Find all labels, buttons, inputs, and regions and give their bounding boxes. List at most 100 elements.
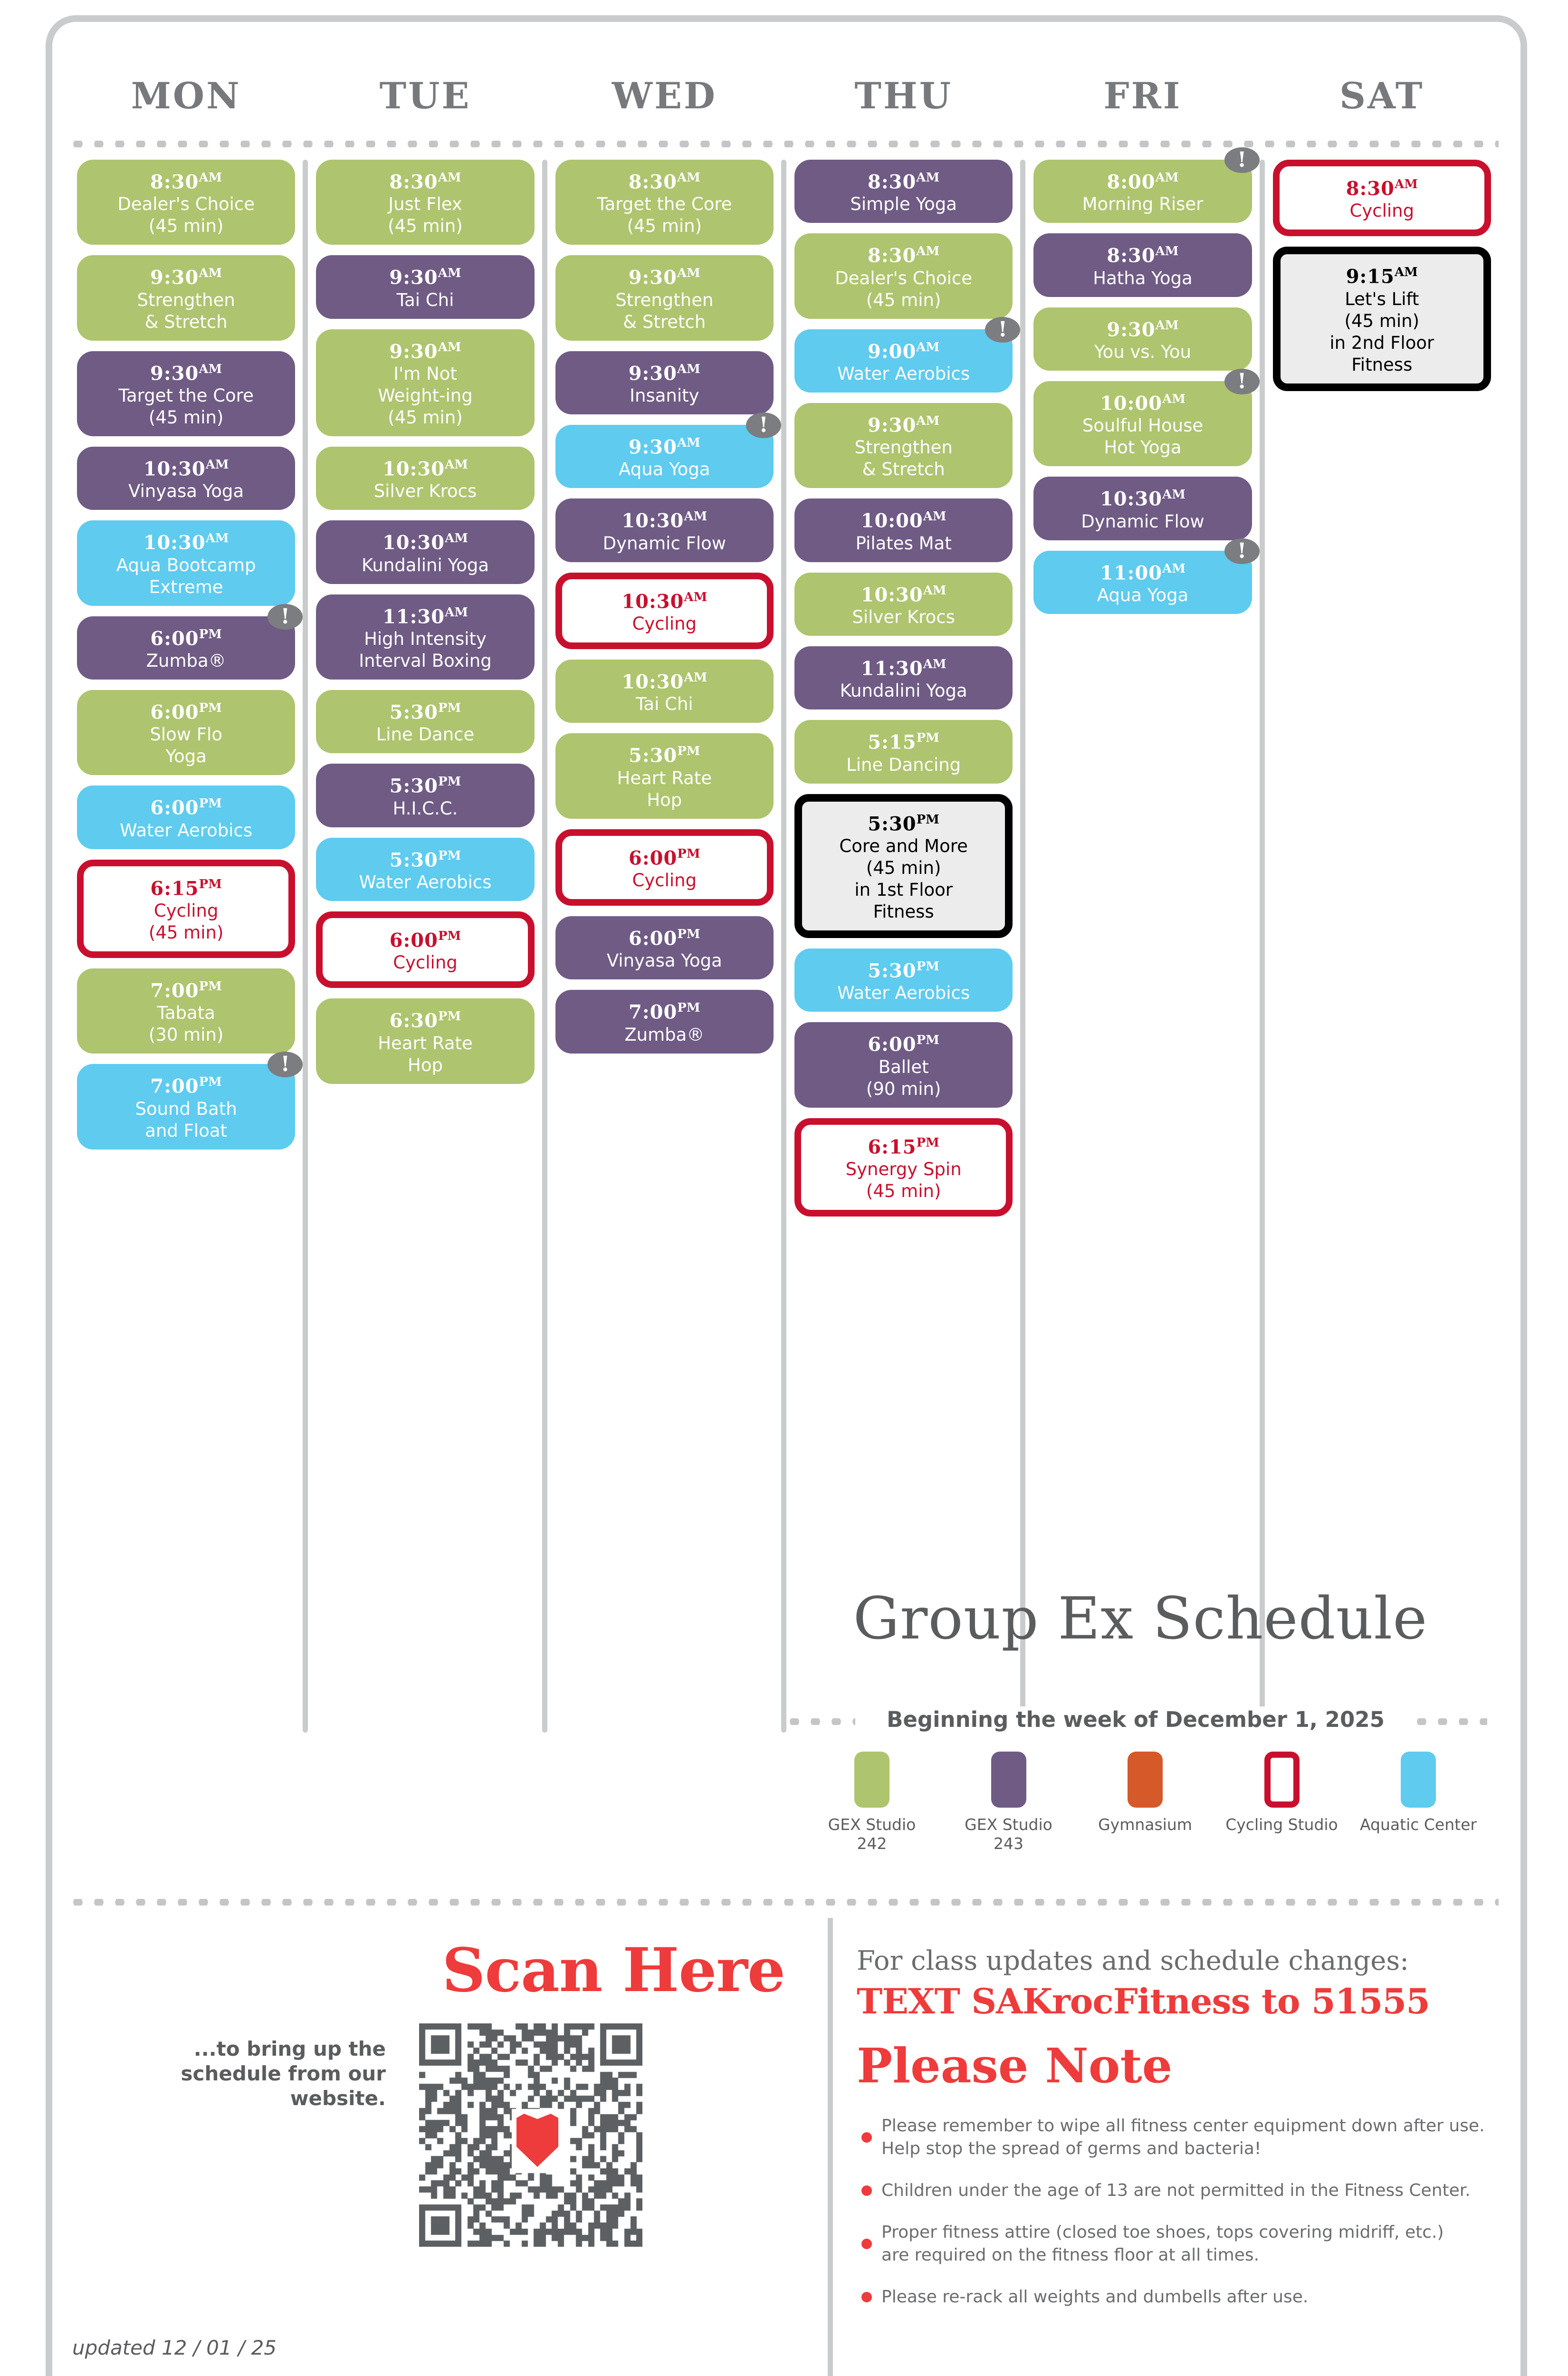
class-time-value: 7:00 [150, 1075, 199, 1098]
class-time: 10:00AM [1038, 388, 1247, 415]
legend-item: Cycling Studio [1223, 1752, 1341, 1834]
legend-swatch-cycling [1264, 1752, 1300, 1808]
class-time-value: 8:30 [150, 171, 199, 193]
class-time: 10:30AM [560, 505, 769, 532]
updated-date: updated 12 / 01 / 25 [72, 2336, 277, 2359]
class-time-ampm: AM [1162, 392, 1186, 406]
class-name: Soulful House Hot Yoga [1082, 415, 1204, 458]
class-name: Target the Core (45 min) [118, 385, 254, 428]
class-card[interactable]: 9:30AM Target the Core (45 min) [77, 351, 296, 436]
class-time: 8:00AM [1038, 166, 1247, 193]
class-time-value: 10:30 [621, 671, 684, 693]
class-name: Water Aerobics [837, 983, 970, 1004]
class-time-value: 6:30 [389, 1009, 438, 1032]
page-title: Group Ex Schedule [853, 1585, 1428, 1652]
class-time-value: 10:30 [860, 583, 923, 606]
class-time: 10:30AM [321, 453, 529, 480]
class-time: 6:00PM [82, 697, 290, 724]
class-time: 9:30AM [560, 262, 769, 289]
class-name: Cycling [1349, 201, 1415, 221]
class-name: Water Aerobics [359, 872, 492, 892]
class-time-value: 10:30 [382, 458, 445, 480]
class-name: Ballet (90 min) [866, 1056, 941, 1099]
footer: Scan Here ...to bring up the schedule fr… [67, 1918, 1499, 2376]
class-time: 6:30PM [321, 1005, 529, 1032]
note-text: Proper fitness attire (closed toe shoes,… [881, 2223, 1444, 2265]
class-time: 8:30AM [560, 166, 769, 193]
class-time-ampm: PM [199, 796, 222, 811]
class-time-ampm: AM [916, 413, 940, 428]
class-time-value: 8:00 [1107, 171, 1156, 193]
class-time-ampm: AM [199, 362, 222, 376]
class-name: Tai Chi [396, 289, 454, 310]
class-time-ampm: AM [438, 266, 461, 281]
qr-code[interactable] [419, 2023, 642, 2247]
class-time: 6:15PM [806, 1131, 1001, 1159]
class-time: 6:00PM [82, 792, 290, 819]
class-time-value: 9:30 [150, 362, 199, 384]
class-time-value: 5:30 [868, 959, 917, 982]
note-item: Children under the age of 13 are not per… [857, 2179, 1502, 2202]
class-time-value: 10:00 [860, 509, 923, 532]
day-header-mon: MON [131, 75, 241, 117]
class-name: Line Dancing [846, 754, 961, 775]
legend-label: GEX Studio 243 [965, 1815, 1052, 1853]
class-time-ampm: AM [677, 266, 700, 281]
day-header-tue: TUE [379, 75, 471, 117]
class-time-ampm: AM [677, 435, 700, 450]
